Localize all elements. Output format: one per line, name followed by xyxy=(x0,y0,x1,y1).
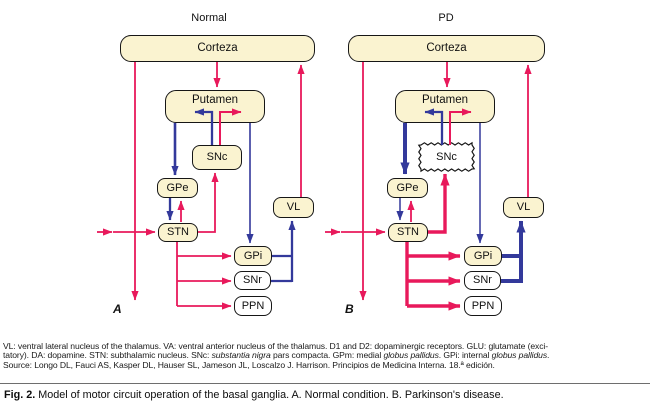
abbreviation-legend: VL: ventral lateral nucleus of the thala… xyxy=(3,342,649,370)
dopamine-arrows-layer xyxy=(194,108,472,145)
caption-divider xyxy=(0,383,650,384)
panel-letter-b: B xyxy=(345,302,354,316)
figure-caption-text: Model of motor circuit operation of the … xyxy=(38,389,504,401)
node-gpi-normal: GPi xyxy=(234,246,272,266)
node-snc-normal: SNc xyxy=(192,145,242,170)
legend-line: Source: Longo DL, Fauci AS, Kasper DL, H… xyxy=(3,360,495,370)
node-vl-normal: VL xyxy=(273,197,314,218)
node-corteza-normal: Corteza xyxy=(120,35,315,62)
node-ppn-pd: PPN xyxy=(464,296,502,316)
circuit-arrows-layer xyxy=(97,62,532,311)
node-gpi-pd: GPi xyxy=(464,246,502,266)
panel-title-normal: Normal xyxy=(191,12,227,24)
arrow-stn-snc-b-thick xyxy=(428,173,450,234)
panel-letter-a: A xyxy=(113,302,122,316)
node-ppn-normal: PPN xyxy=(234,296,272,316)
node-stn-pd: STN xyxy=(388,223,428,242)
node-putamen-normal: Putamen xyxy=(165,90,265,123)
node-stn-normal: STN xyxy=(158,223,198,242)
node-snr-normal: SNr xyxy=(234,271,271,290)
figure-caption-number: Fig. 2. xyxy=(4,389,36,401)
node-gpe-normal: GPe xyxy=(157,178,198,198)
node-putamen-pd: Putamen xyxy=(395,90,495,123)
figure-caption: Fig. 2. Model of motor circuit operation… xyxy=(4,389,648,401)
arrow-stn-snc-a xyxy=(198,172,219,233)
node-snc-pd: SNc xyxy=(436,150,457,163)
node-snr-pd: SNr xyxy=(464,271,501,290)
node-gpe-pd: GPe xyxy=(387,178,428,198)
legend-line: VL: ventral lateral nucleus of the thala… xyxy=(3,342,548,351)
legend-line: tatory). DA: dopamine. STN: subthalamic … xyxy=(3,351,550,361)
panel-title-pd: PD xyxy=(438,12,454,24)
node-corteza-pd: Corteza xyxy=(348,35,545,62)
node-vl-pd: VL xyxy=(503,197,544,218)
